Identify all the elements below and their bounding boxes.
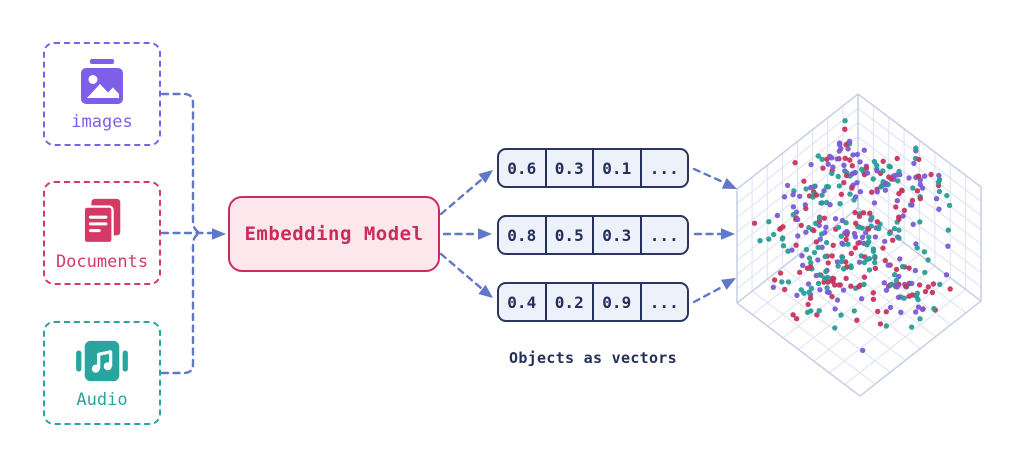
arrow-model-to-vector-1 <box>439 178 483 216</box>
audio-icon <box>76 340 128 381</box>
arrow-model-to-vector-3 <box>439 252 483 290</box>
vector-cell: 0.8 <box>507 225 537 245</box>
arrowhead <box>478 228 492 240</box>
vector-cell: 0.3 <box>592 217 640 253</box>
images-icon <box>81 58 123 104</box>
vector-cell: 0.2 <box>544 284 593 320</box>
vector-cell: 0.6 <box>507 158 537 178</box>
arrowhead <box>478 170 493 184</box>
vector-cell: 0.4 <box>507 292 537 312</box>
vector-cell: 0.3 <box>544 150 593 186</box>
caption-objects-as-vectors: Objects as vectors <box>509 349 677 367</box>
embedding-model-label: Embedding Model <box>244 223 424 245</box>
source-label-images: images <box>71 111 133 132</box>
arrow-images-to-model <box>160 92 202 235</box>
vector-row-1: 0.6 0.3 0.1 ... <box>497 148 689 188</box>
arrowhead <box>212 228 226 240</box>
source-box-audio: Audio <box>43 321 161 425</box>
source-label-documents: Documents <box>55 251 149 272</box>
embedding-model-box: Embedding Model <box>228 196 440 272</box>
arrow-vector-1-to-plot <box>692 167 725 184</box>
arrowhead <box>478 284 493 298</box>
vector-cell: ... <box>639 284 688 320</box>
source-box-documents: Documents <box>43 181 161 285</box>
arrowhead <box>721 178 737 189</box>
vector-cell: 0.5 <box>544 217 593 253</box>
vector-cell: ... <box>639 217 688 253</box>
arrowhead <box>720 278 736 290</box>
source-box-images: images <box>43 42 161 146</box>
source-label-audio: Audio <box>76 389 128 410</box>
arrow-vector-3-to-plot <box>692 285 724 304</box>
vector-row-3: 0.4 0.2 0.9 ... <box>497 282 689 322</box>
vector-cell: 0.9 <box>592 284 640 320</box>
vector-cell: 0.1 <box>592 150 640 186</box>
arrow-audio-to-model <box>160 231 202 375</box>
documents-icon <box>82 198 121 244</box>
vector-row-2: 0.8 0.5 0.3 ... <box>497 215 689 255</box>
arrowhead <box>721 228 735 240</box>
vector-cell: ... <box>639 150 688 186</box>
